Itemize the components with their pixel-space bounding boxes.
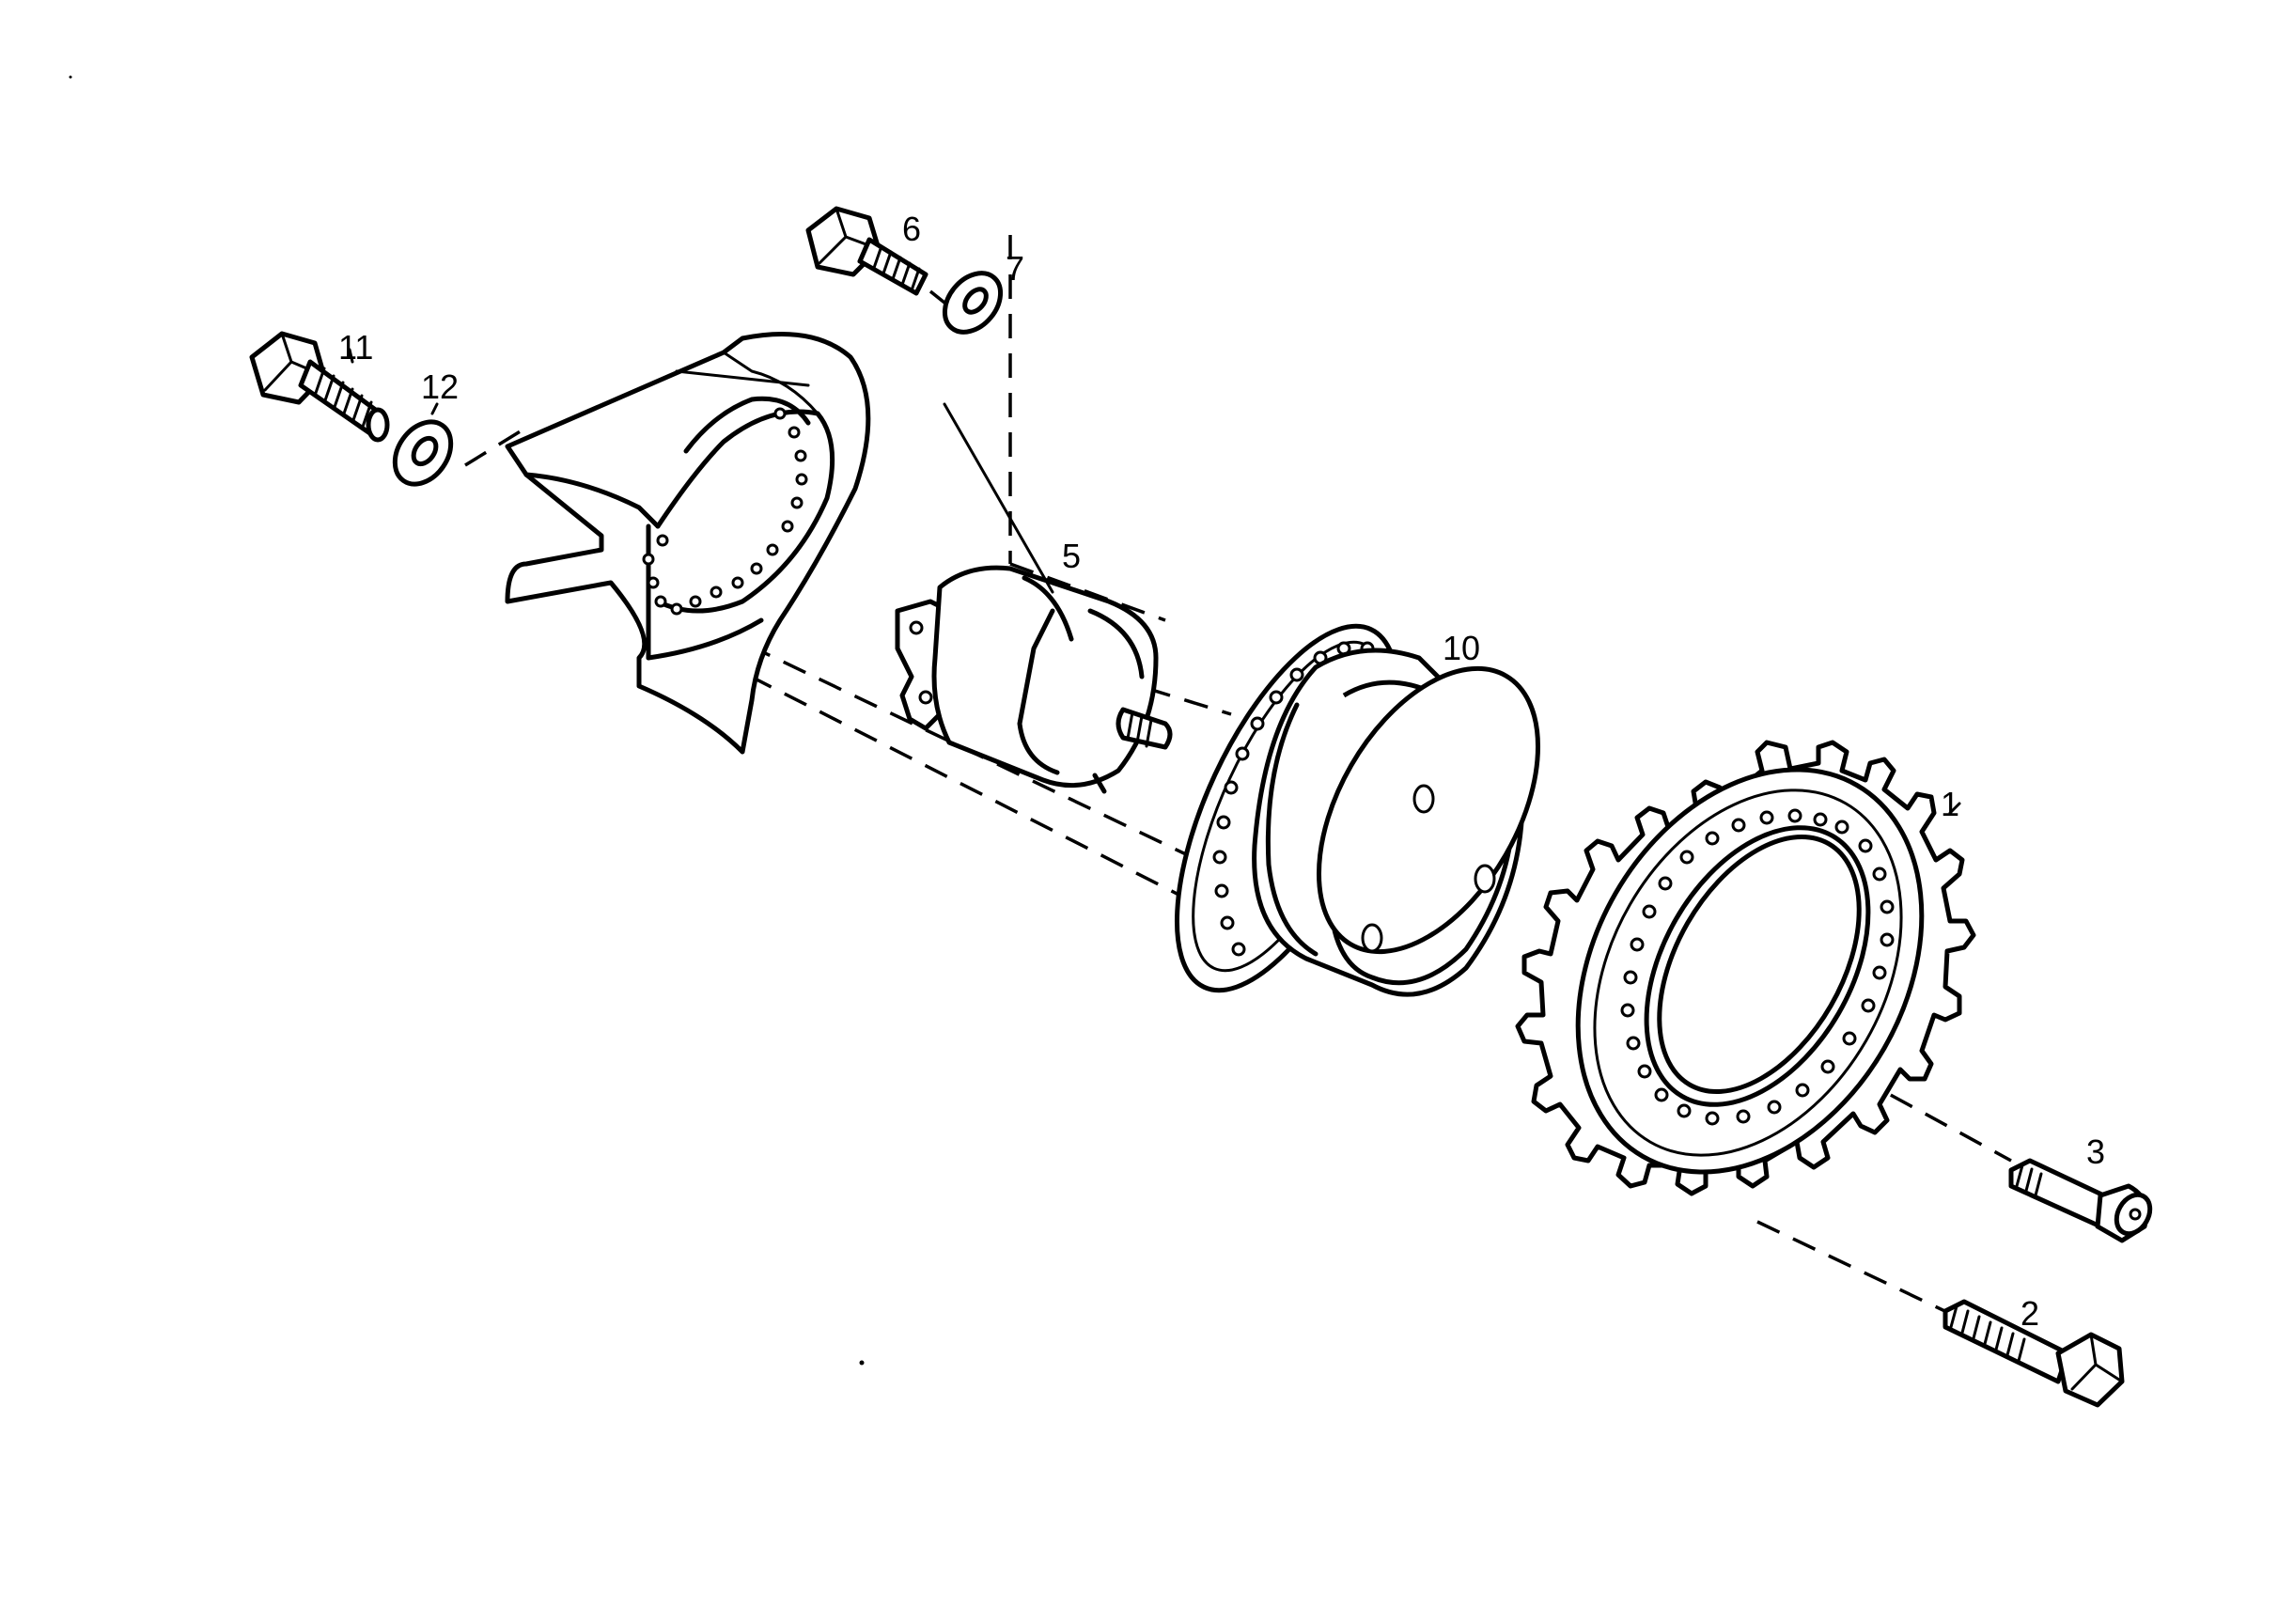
part-5-hydraulic-motor [895, 565, 1173, 794]
part-2-hex-bolt [1943, 1299, 2125, 1408]
scan-speck [69, 75, 72, 79]
track-frame-bracket [505, 332, 871, 755]
part-7-washer [942, 271, 1004, 335]
callout-12: 12 [421, 367, 459, 406]
callout-labels: 1 2 3 5 6 7 10 11 12 [338, 210, 2105, 1333]
callout-7: 7 [1006, 249, 1024, 288]
sprocket-bolt-holes [1620, 808, 1895, 1126]
scan-speck [859, 1360, 865, 1366]
callout-1: 1 [1941, 785, 1959, 823]
callout-5: 5 [1062, 537, 1081, 575]
part-10-final-drive-housing [1174, 623, 1541, 997]
callout-6: 6 [902, 210, 921, 248]
leader-lines [348, 348, 1961, 815]
part-11-hex-bolt [249, 331, 390, 443]
part-6-hex-bolt [805, 206, 928, 296]
callout-11: 11 [338, 328, 373, 367]
callout-3: 3 [2086, 1132, 2105, 1171]
callout-2: 2 [2021, 1294, 2039, 1333]
part-12-washer [392, 419, 454, 487]
part-1-sprocket [1515, 740, 1976, 1196]
part-3-socket-bolt [2008, 1158, 2153, 1243]
callout-10: 10 [1443, 629, 1480, 667]
